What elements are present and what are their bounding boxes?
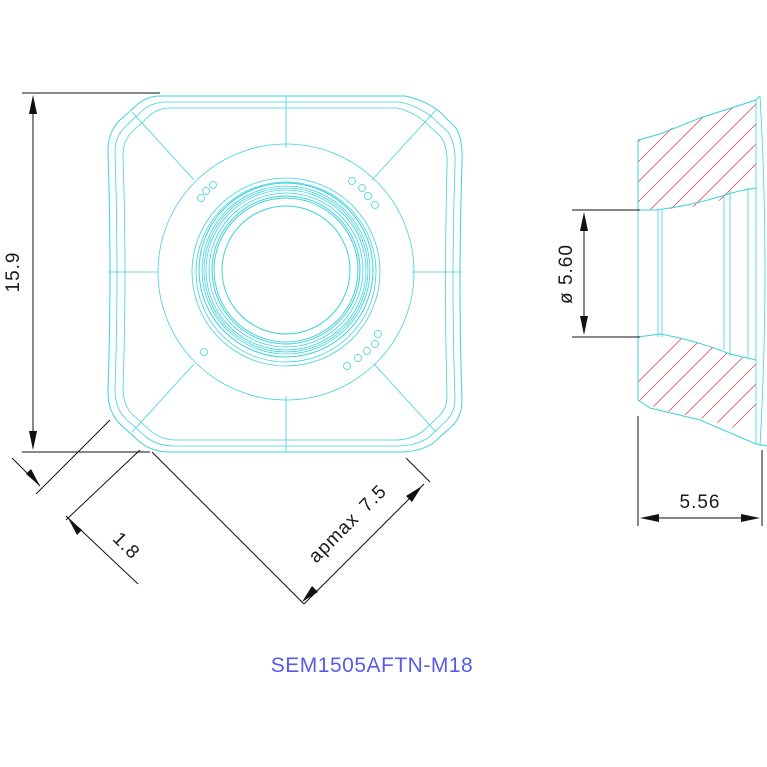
bore-outer-ring-5 [211,195,361,345]
facet-line-br [373,363,437,433]
id-dot [209,181,217,189]
hatch-top [638,100,757,210]
id-dot [374,330,382,338]
bore-outer-ring-2 [203,187,369,353]
apmax-label: apmax [305,509,364,568]
id-dot [364,192,372,200]
id-dot [371,201,379,209]
facet-line-tr [371,109,437,181]
id-dot [200,348,208,356]
section-right-edge [759,95,766,447]
bore-hole [221,205,351,335]
rake-face-circle [157,143,415,401]
thickness-value: 5.56 [680,492,721,513]
bore-diameter-value: ø 5.60 [556,244,577,304]
dimension-height: 15.9 [3,92,160,453]
id-dot [202,187,210,195]
part-number-label: SEM1505AFTN-M18 [271,654,473,677]
section-outline-bottom [637,333,767,447]
id-dot [348,177,356,185]
insert-inner-contour [114,101,456,447]
id-dot [197,194,205,202]
dimension-chamfer: 1.8 [11,419,144,585]
boss-inner-circle [195,181,377,363]
id-dot [363,347,371,355]
id-dot [343,362,351,370]
bore-outer-ring-3 [205,189,367,351]
dimension-apmax: apmax7.5 [151,451,431,605]
facet-line-bl [131,363,195,433]
bore-outer-ring-4 [208,192,364,348]
facet-line-tl [131,111,195,181]
insert-edge-line [122,107,448,441]
section-outline-top [637,95,761,211]
section-view: ø 5.60 5.56 [556,95,767,526]
id-dot [358,184,366,192]
id-dot [371,340,379,348]
insert-outer-contour [107,95,463,453]
bore-outer-ring-6 [213,197,359,343]
id-dot [354,354,362,362]
chipbreaker-circle [198,182,374,358]
front-view [107,95,463,453]
boss-circle [191,177,381,367]
apmax-dim-text: apmax7.5 [305,481,392,568]
chamfer-value: 1.8 [108,528,144,564]
apmax-value: 7.5 [356,481,392,517]
height-value: 15.9 [3,252,24,293]
hatch-bottom [638,334,756,438]
bore-outer-ring-1 [201,185,371,355]
